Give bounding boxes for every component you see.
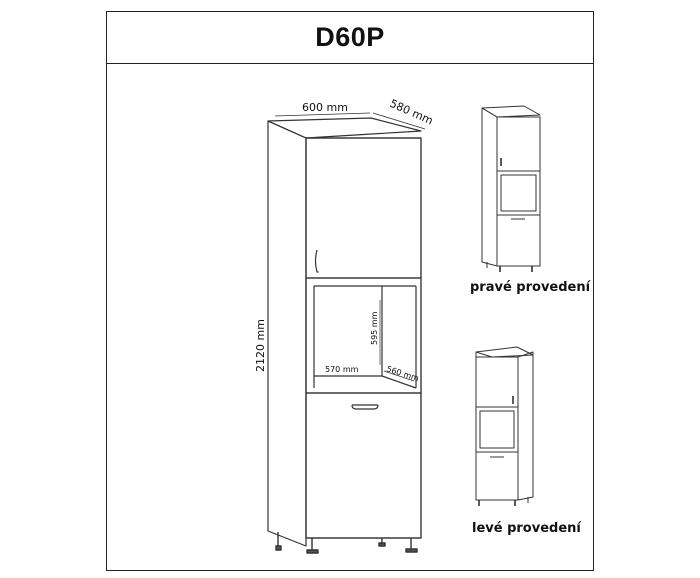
- right-version-caption: pravé provedení: [470, 280, 592, 295]
- niche-width-label: 570 mm: [325, 365, 359, 374]
- depth-dimension-label: 580 mm: [388, 97, 435, 128]
- niche-height-label: 595 mm: [370, 311, 379, 345]
- product-code-title: D60P: [315, 22, 385, 52]
- title-bar: D60P: [107, 12, 593, 64]
- lower-door: [305, 392, 422, 539]
- drawing-frame: D60P: [106, 11, 594, 571]
- upper-door-handle: [314, 249, 319, 273]
- main-cabinet: [267, 112, 426, 554]
- width-dimension-label: 600 mm: [302, 101, 348, 114]
- left-version-caption: levé provedení: [472, 521, 582, 536]
- left-version-cabinet: [475, 346, 534, 506]
- niche-depth-label: 560 mm: [385, 364, 420, 383]
- cabinet-legs: [275, 532, 418, 554]
- upper-door: [305, 137, 422, 279]
- height-dimension-label: 2120 mm: [254, 319, 267, 372]
- right-version-cabinet: [481, 105, 541, 272]
